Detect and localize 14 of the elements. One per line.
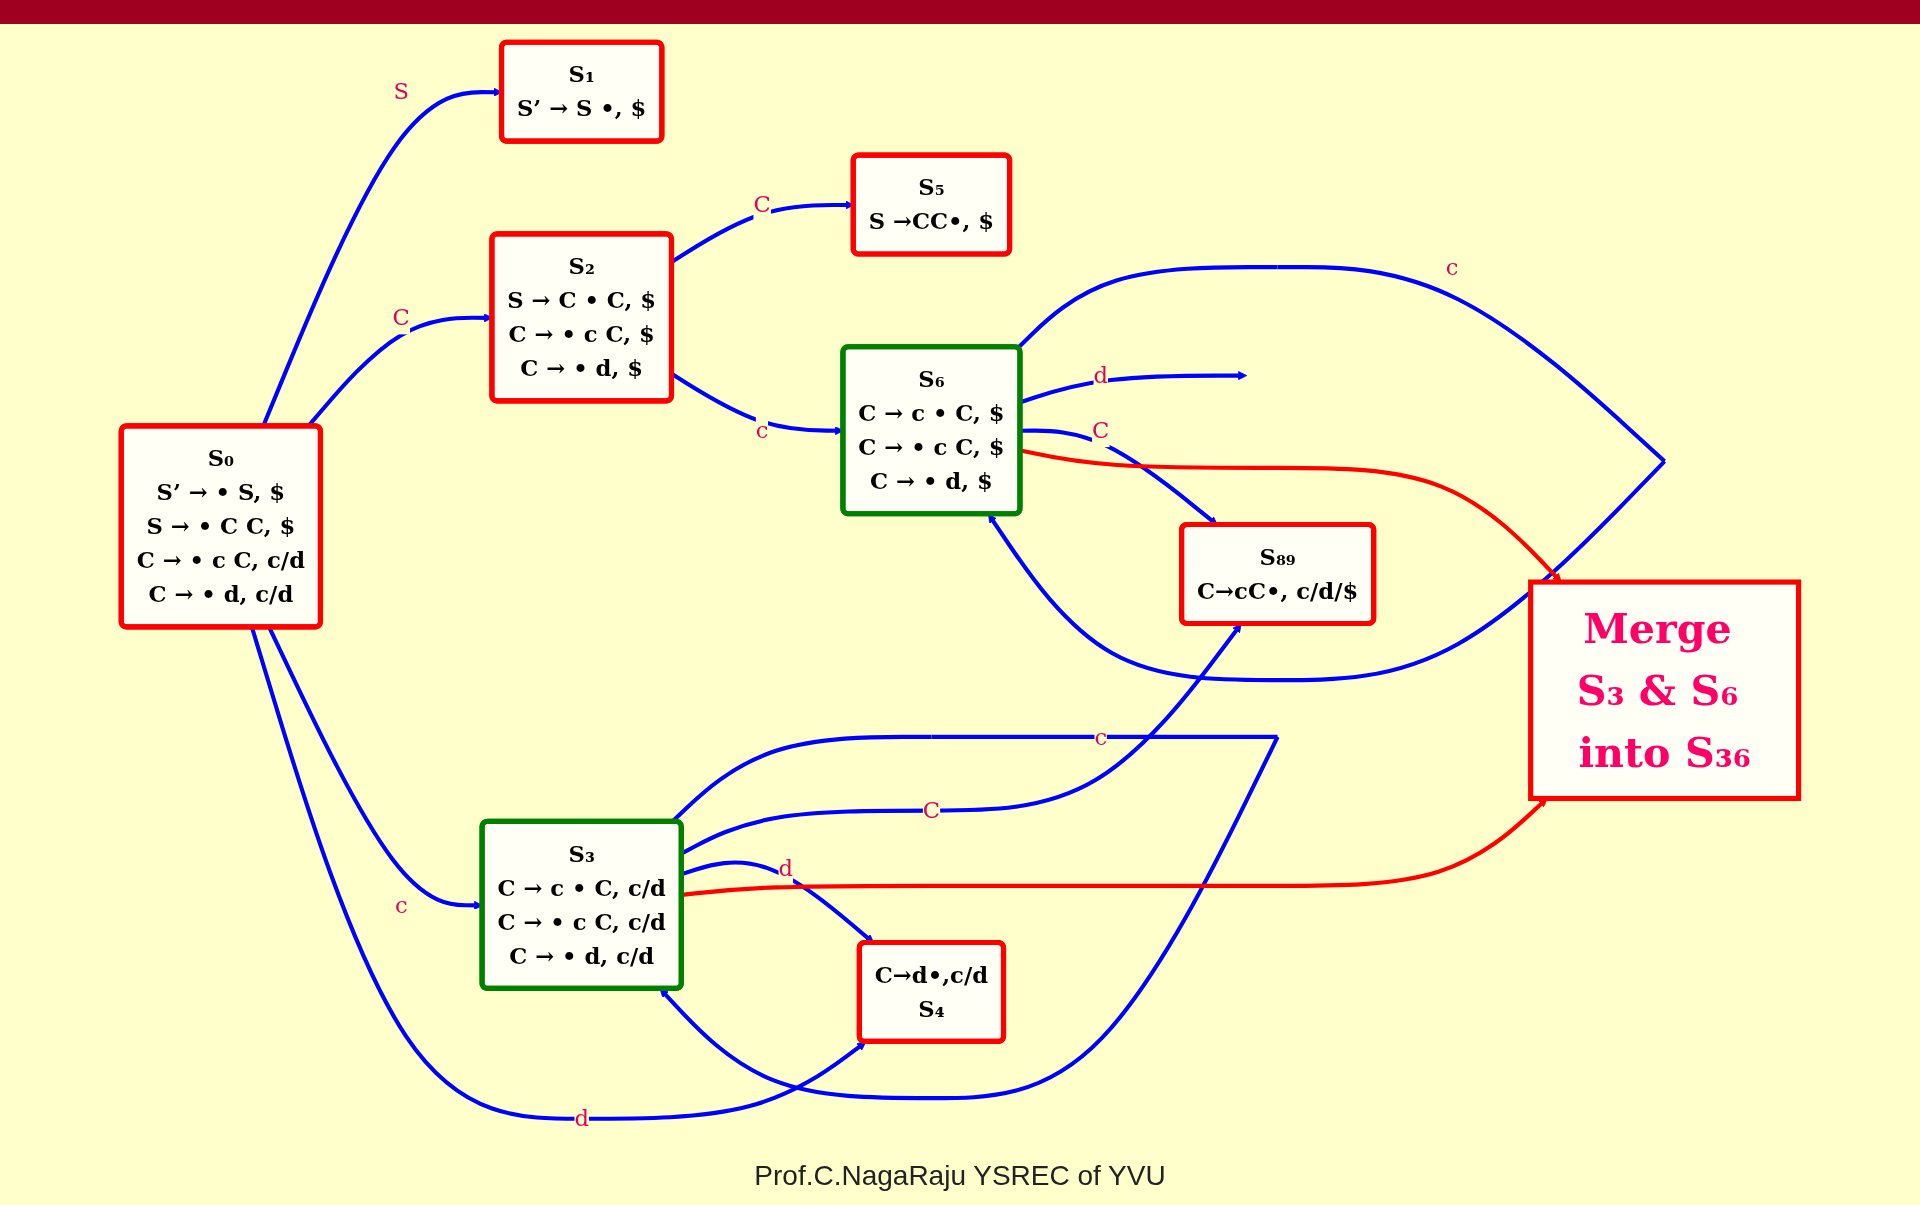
edge-label: C (753, 191, 771, 218)
edge-label: d (1093, 362, 1109, 389)
edge-label: C (1092, 417, 1110, 444)
node-box: Merge S₃ & S₆ into S₃₆ (1528, 579, 1802, 802)
edge-label: C (922, 797, 941, 824)
edge-label: d (574, 1105, 590, 1132)
edge-label: C (392, 304, 411, 331)
edge-label: c (1094, 723, 1108, 750)
footer-text: Prof.C.NagaRaju YSREC of YVU (754, 1160, 1166, 1191)
edge-label: c (1445, 254, 1459, 280)
edge-label: d (778, 855, 794, 882)
edge-label: c (395, 892, 408, 918)
edge-label: c (755, 417, 769, 444)
edge-label: S (393, 78, 410, 105)
